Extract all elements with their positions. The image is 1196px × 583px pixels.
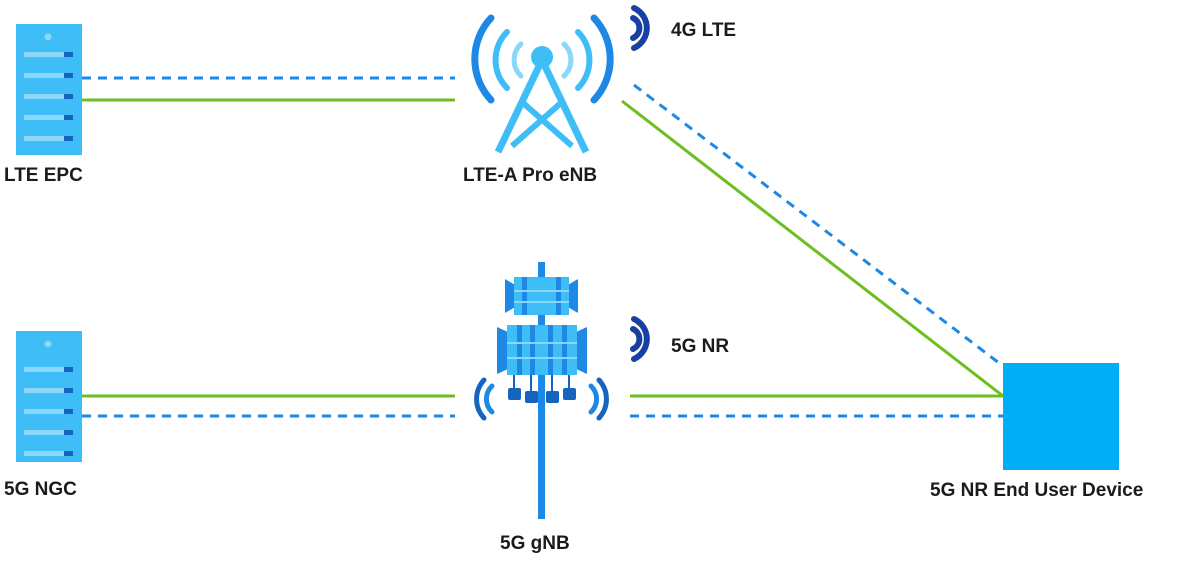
- device-label: 5G NR End User Device: [930, 480, 1144, 501]
- nr-signal-icon: [630, 316, 650, 362]
- links: [82, 76, 1004, 418]
- gnb-label: 5G gNB: [500, 533, 570, 554]
- link-enb-device-solid: [621, 99, 1004, 398]
- lte-epc-label: LTE EPC: [4, 165, 83, 186]
- lte-epc-server-icon: [16, 24, 82, 155]
- lte-signal-label: 4G LTE: [671, 20, 737, 41]
- lte-signal-icon: [630, 5, 650, 51]
- lte-tower-icon: [471, 14, 614, 154]
- nr-signal-label: 5G NR: [671, 336, 730, 357]
- ngc-label: 5G NGC: [4, 479, 77, 500]
- end-user-device-icon: [1003, 363, 1119, 470]
- ngc-server-icon: [16, 331, 82, 462]
- gnb-antenna-icon: [474, 262, 609, 519]
- lte-enb-label: LTE-A Pro eNB: [463, 165, 598, 186]
- link-enb-device-dashed: [633, 83, 1004, 368]
